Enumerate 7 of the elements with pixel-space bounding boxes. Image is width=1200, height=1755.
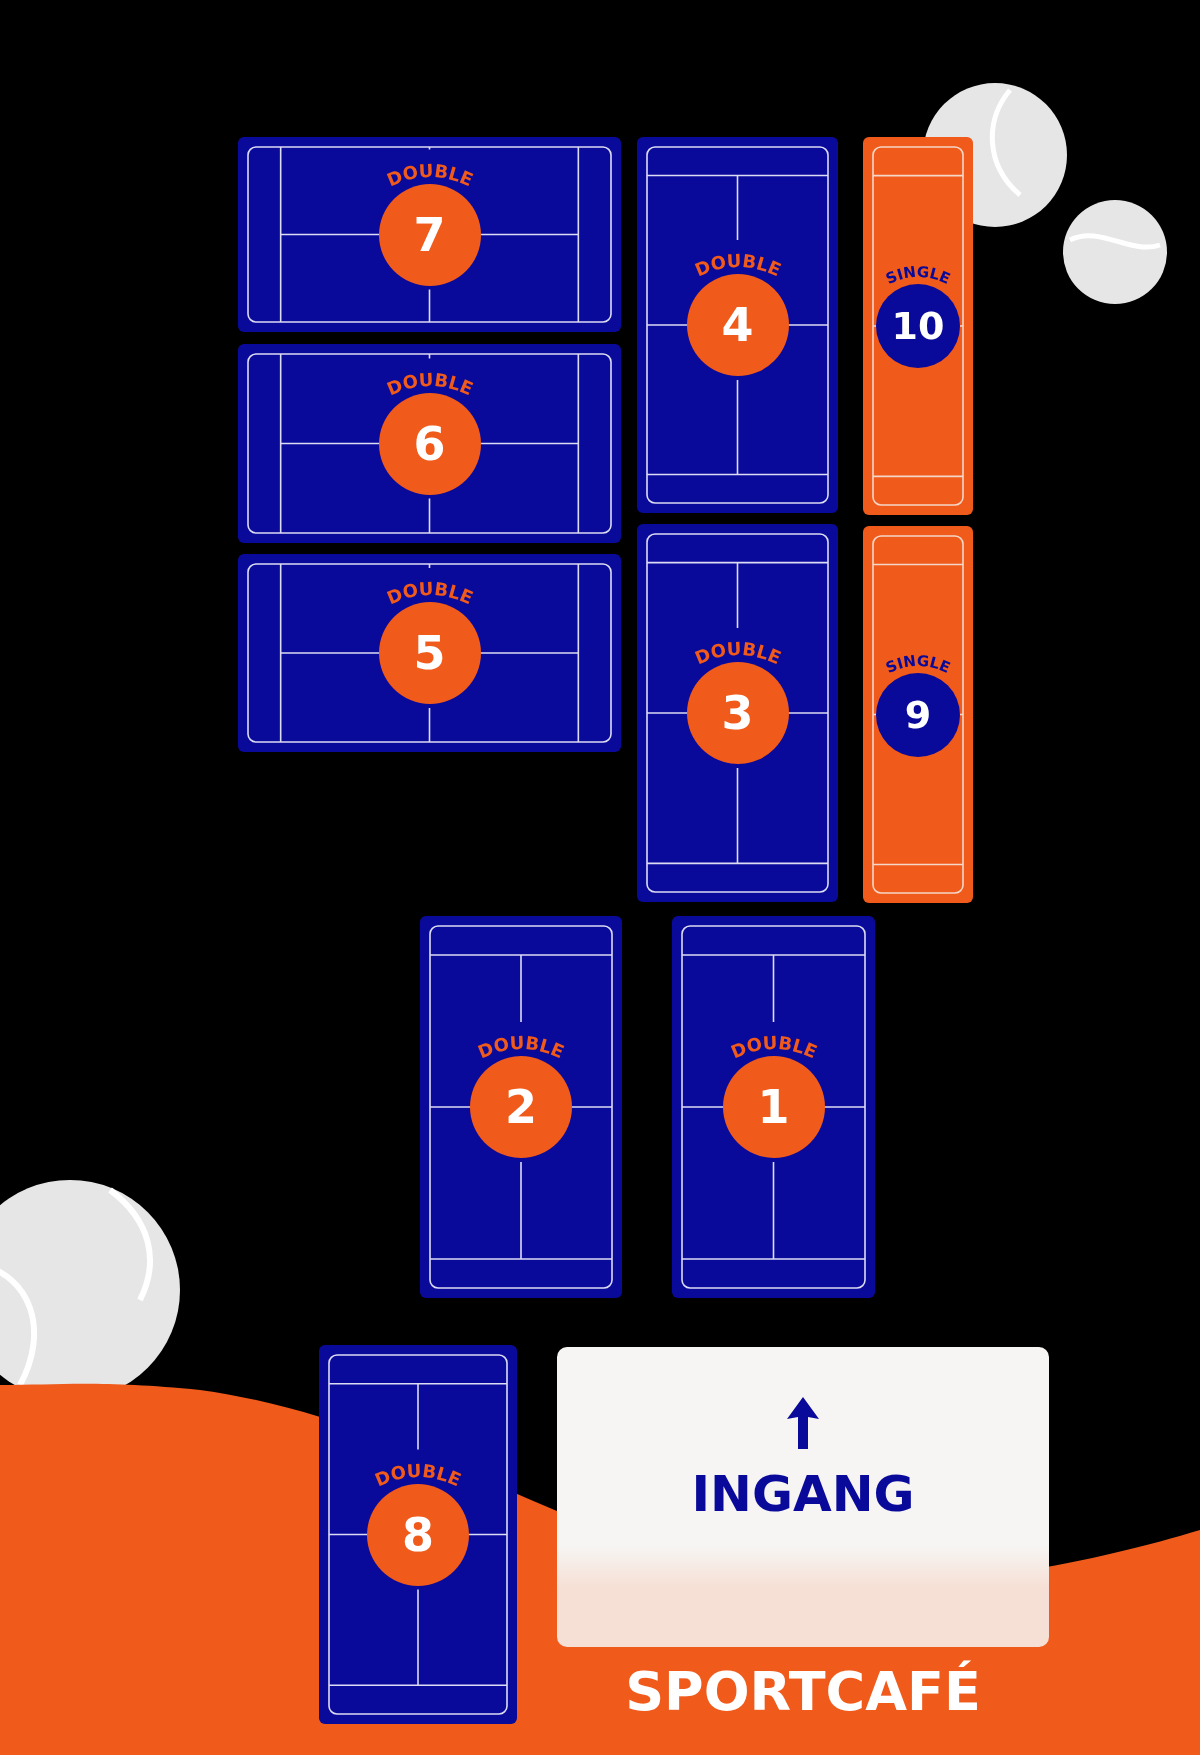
entrance-area <box>557 1347 1049 1647</box>
entrance-label: INGANG <box>690 1465 916 1523</box>
court-number-badge: 9 <box>876 672 960 757</box>
padel-court <box>863 526 973 903</box>
padel-court <box>863 137 973 515</box>
area-label: SPORTCAFÉ <box>624 1660 982 1723</box>
court-number-badge: 10 <box>876 284 960 368</box>
